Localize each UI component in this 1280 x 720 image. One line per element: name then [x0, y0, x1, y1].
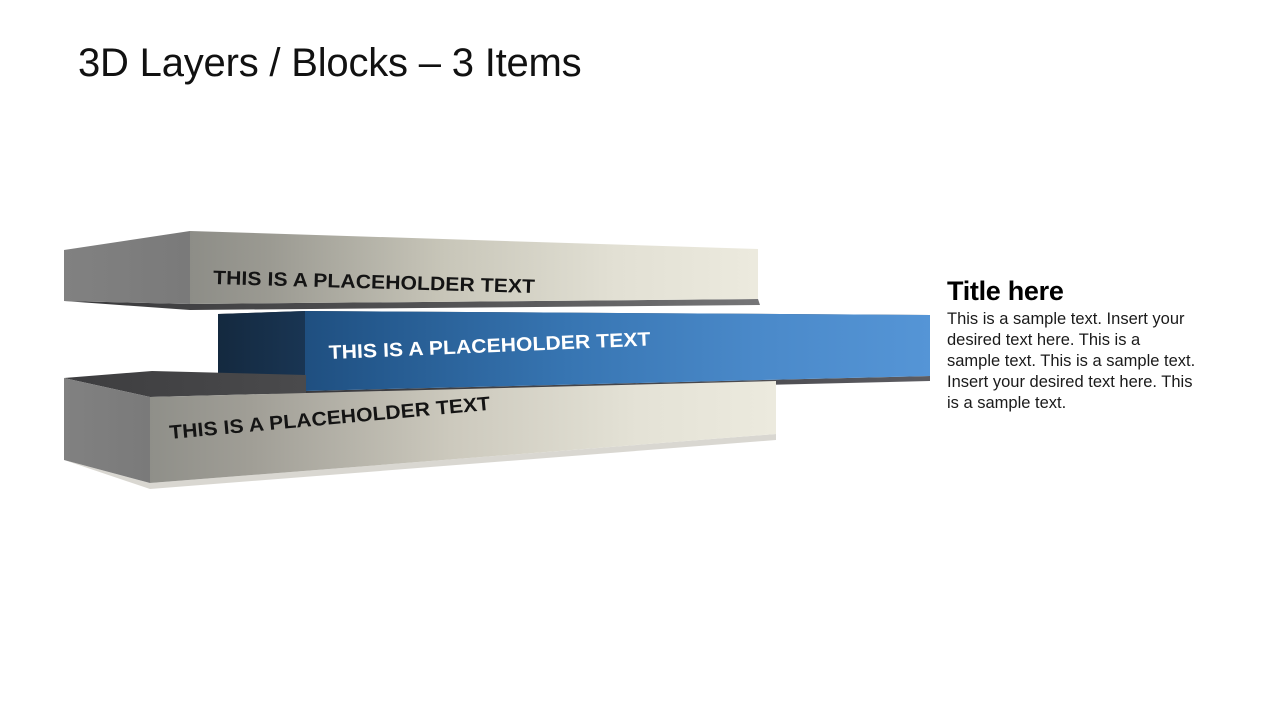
layer-top-under-edge: [64, 299, 760, 310]
layer-bottom-top-back-face: [64, 371, 306, 397]
layer-top-side-face: [64, 231, 190, 304]
layer-block-top[interactable]: THIS IS A PLACEHOLDER TEXT: [64, 231, 760, 310]
page-title: 3D Layers / Blocks – 3 Items: [78, 41, 582, 85]
layer-block-middle[interactable]: THIS IS A PLACEHOLDER TEXT: [218, 311, 930, 396]
side-panel-title: Title here: [947, 276, 1064, 306]
layer-middle-side-face: [218, 311, 305, 391]
layer-block-bottom[interactable]: THIS IS A PLACEHOLDER TEXT: [64, 371, 776, 489]
layer-bottom-face: [150, 381, 776, 483]
layer-bottom-side-face: [64, 378, 150, 483]
side-panel-body: This is a sample text. Insert your desir…: [947, 310, 1196, 413]
layer-bottom-under-edge: [64, 434, 776, 489]
side-text-panel: Title here This is a sample text. Insert…: [947, 276, 1205, 415]
layer-top-face: [190, 231, 758, 304]
layer-middle-face: [305, 311, 930, 391]
